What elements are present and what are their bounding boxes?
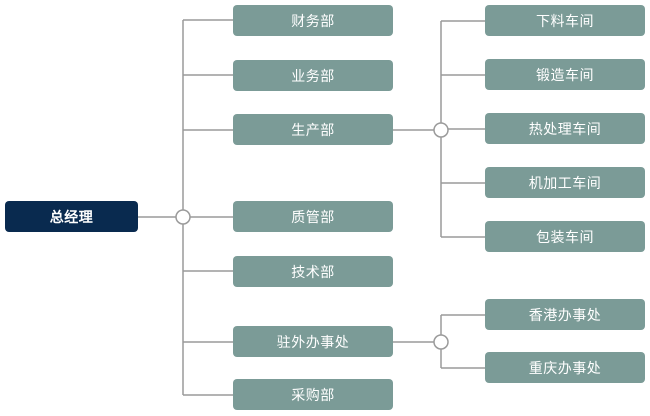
dept-finance[interactable]: 财务部 xyxy=(233,5,393,36)
junction-root xyxy=(175,209,191,225)
dept-production[interactable]: 生产部 xyxy=(233,114,393,145)
workshop-packaging[interactable]: 包装车间 xyxy=(485,221,645,252)
root-general-manager[interactable]: 总经理 xyxy=(5,201,138,232)
junction-office xyxy=(433,334,449,350)
junction-production xyxy=(433,122,449,138)
office-chongqing[interactable]: 重庆办事处 xyxy=(485,352,645,383)
dept-technology[interactable]: 技术部 xyxy=(233,256,393,287)
workshop-machining[interactable]: 机加工车间 xyxy=(485,167,645,198)
dept-business[interactable]: 业务部 xyxy=(233,60,393,91)
workshop-heat-treatment[interactable]: 热处理车间 xyxy=(485,113,645,144)
workshop-blanking[interactable]: 下料车间 xyxy=(485,5,645,36)
office-hong-kong[interactable]: 香港办事处 xyxy=(485,299,645,330)
dept-quality[interactable]: 质管部 xyxy=(233,201,393,232)
dept-purchasing[interactable]: 采购部 xyxy=(233,379,393,410)
dept-offices-abroad[interactable]: 驻外办事处 xyxy=(233,326,393,357)
workshop-forging[interactable]: 锻造车间 xyxy=(485,59,645,90)
